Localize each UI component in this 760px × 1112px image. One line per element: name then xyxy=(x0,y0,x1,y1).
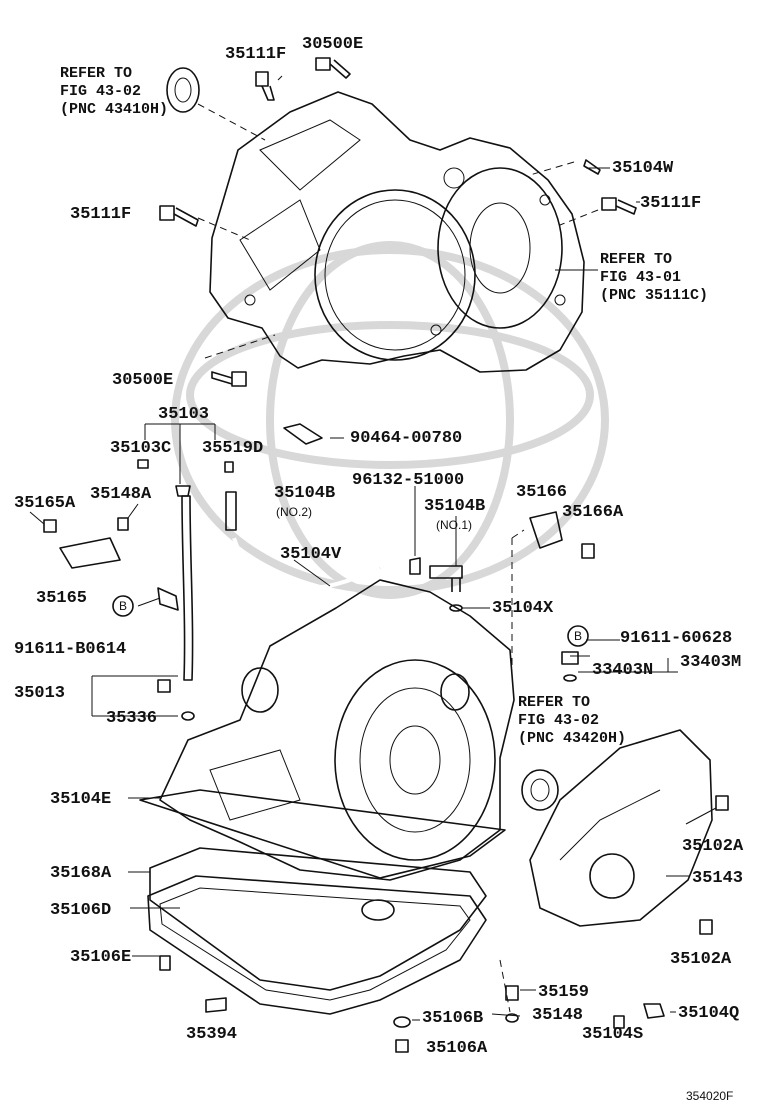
label-35104W: 35104W xyxy=(612,159,674,178)
label-35166A: 35166A xyxy=(562,503,624,522)
label-30500E-top: 30500E xyxy=(302,35,363,54)
label-no2: (NO.2) xyxy=(276,505,312,519)
label-35102A-bottom: 35102A xyxy=(670,950,732,969)
label-no1: (NO.1) xyxy=(436,518,472,532)
side-cover xyxy=(529,729,729,935)
label-35165A: 35165A xyxy=(14,494,76,513)
label-35166: 35166 xyxy=(516,483,567,502)
transaxle-housing xyxy=(209,91,585,373)
ref-note-2-line3: (PNC 35111C) xyxy=(600,287,708,304)
label-35111F-right: 35111F xyxy=(640,194,701,213)
ref-note-3-line3: (PNC 43420H) xyxy=(518,730,626,747)
label-35336: 35336 xyxy=(106,709,157,728)
label-91611-B0614: 91611-B0614 xyxy=(14,640,126,659)
label-35104X: 35104X xyxy=(492,599,554,618)
label-35106A: 35106A xyxy=(426,1039,488,1058)
b-markers xyxy=(112,595,589,647)
label-35165: 35165 xyxy=(36,589,87,608)
transmission-case xyxy=(139,579,515,881)
sensor-parts xyxy=(43,511,595,682)
label-35104V: 35104V xyxy=(280,545,342,564)
ref-note-2-line2: FIG 43-01 xyxy=(600,269,681,286)
label-35104Q: 35104Q xyxy=(678,1004,739,1023)
figure-code: 354020F xyxy=(686,1089,733,1103)
ref-note-2-line1: REFER TO xyxy=(600,251,672,268)
label-35159: 35159 xyxy=(538,983,589,1002)
label-35394: 35394 xyxy=(186,1025,237,1044)
label-35104B-no2: 35104B xyxy=(274,484,335,503)
label-35103C: 35103C xyxy=(110,439,171,458)
label-circle-b-1: B xyxy=(119,599,127,613)
label-35106B: 35106B xyxy=(422,1009,483,1028)
leader-lines xyxy=(29,167,717,1030)
label-35103: 35103 xyxy=(158,405,209,424)
label-35148A: 35148A xyxy=(90,485,152,504)
label-35148: 35148 xyxy=(532,1006,583,1025)
label-35104B-no1: 35104B xyxy=(424,497,485,516)
ref-note-1-line1: REFER TO xyxy=(60,65,132,82)
label-35104E: 35104E xyxy=(50,790,111,809)
bolts-top xyxy=(159,57,637,387)
label-35111F-top: 35111F xyxy=(225,45,286,64)
drain-parts xyxy=(393,985,665,1053)
label-35106E: 35106E xyxy=(70,948,131,967)
ref-note-1-line2: FIG 43-02 xyxy=(60,83,141,100)
label-35106D: 35106D xyxy=(50,901,111,920)
label-35519D: 35519D xyxy=(202,439,263,458)
label-35168A: 35168A xyxy=(50,864,112,883)
label-35013: 35013 xyxy=(14,684,65,703)
label-91611-60628: 91611-60628 xyxy=(620,629,732,648)
label-33403M: 33403M xyxy=(680,653,741,672)
label-33403N: 33403N xyxy=(592,661,653,680)
oil-seal-right xyxy=(521,769,559,811)
label-90464-00780: 90464-00780 xyxy=(350,429,462,448)
dipstick-assembly xyxy=(137,423,234,721)
part-labels: 35111F 30500E REFER TO FIG 43-02 (PNC 43… xyxy=(14,35,744,1103)
ref-note-1-line3: (PNC 43410H) xyxy=(60,101,168,118)
label-35102A-right: 35102A xyxy=(682,837,744,856)
ref-note-3-line2: FIG 43-02 xyxy=(518,712,599,729)
label-35111F-left: 35111F xyxy=(70,205,131,224)
oil-seal-top xyxy=(166,67,266,141)
label-35104S: 35104S xyxy=(582,1025,643,1044)
ref-note-3-line1: REFER TO xyxy=(518,694,590,711)
label-30500E-mid: 30500E xyxy=(112,371,173,390)
label-35143: 35143 xyxy=(692,869,743,888)
label-96132-51000: 96132-51000 xyxy=(352,471,464,490)
guide-lines-top xyxy=(197,75,599,359)
watermark-emblem xyxy=(171,241,609,599)
oil-pan xyxy=(147,847,511,1015)
label-circle-b-2: B xyxy=(574,629,582,643)
